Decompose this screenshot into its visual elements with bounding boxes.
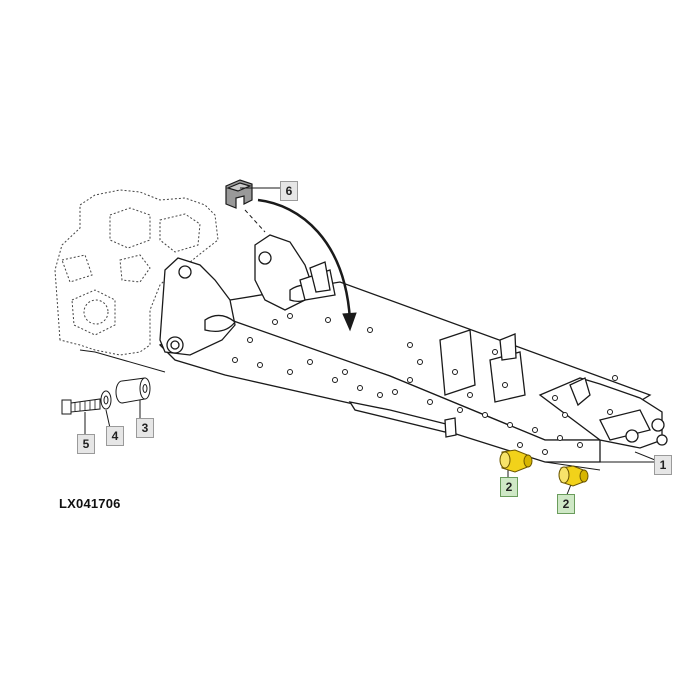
pin-part-2-left [499, 449, 533, 473]
front-frame-rail [158, 234, 668, 463]
washer-part-4 [100, 390, 112, 410]
callout-3[interactable]: 3 [136, 418, 154, 438]
bracket-part-6 [225, 179, 253, 209]
figure-code: LX041706 [59, 496, 121, 511]
engine-leader-line [79, 349, 166, 373]
callout-5[interactable]: 5 [77, 434, 95, 454]
bushing-part-3 [115, 377, 151, 404]
engine-block-outline [54, 189, 219, 356]
callout-4[interactable]: 4 [106, 426, 124, 446]
pin-part-2-right [558, 465, 589, 487]
install-arrow [244, 198, 357, 332]
bolt-part-5 [61, 398, 101, 415]
callout-2-right[interactable]: 2 [557, 494, 575, 514]
callout-6[interactable]: 6 [280, 181, 298, 201]
callout-1[interactable]: 1 [654, 455, 672, 475]
frame-holes [232, 313, 618, 455]
callout-2-left[interactable]: 2 [500, 477, 518, 497]
